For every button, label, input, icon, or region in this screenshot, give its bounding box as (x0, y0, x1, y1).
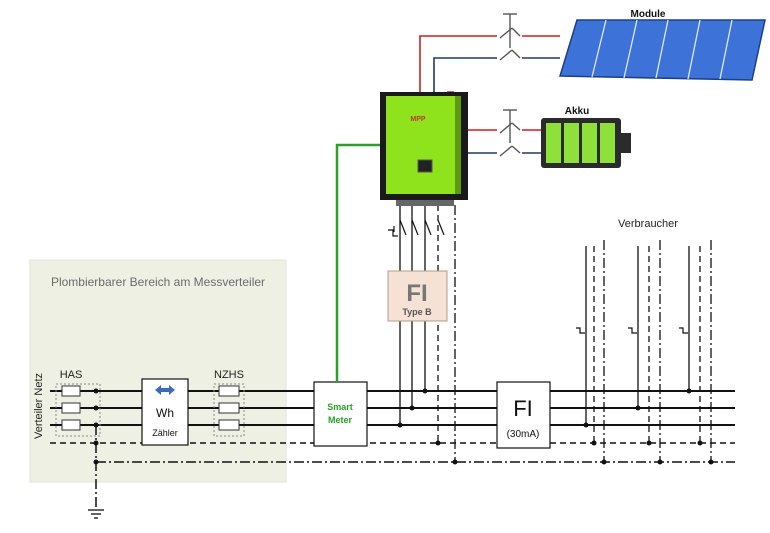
has-fuses (61, 385, 81, 431)
inverter-brand-label: MPP (410, 116, 426, 123)
consumer-lines (585, 246, 690, 425)
verbraucher-label: Verbraucher (618, 218, 678, 230)
consumer-breakers (576, 327, 688, 334)
nzhs-label: NZHS (214, 369, 244, 381)
pv-dc-switch-icon (499, 13, 521, 61)
comm-line (335, 143, 380, 382)
battery-dc-switch-icon (499, 109, 521, 157)
solar-panel-icon (558, 19, 766, 81)
wh-label: Wh (156, 406, 174, 420)
bidirectional-arrow-icon (155, 385, 175, 395)
smart-meter-label-1: Smart (327, 402, 353, 412)
inverter-breaker (388, 219, 445, 237)
zaehler-label: Zähler (152, 428, 178, 438)
has-box (55, 383, 101, 437)
consumer-pe-lines (603, 240, 712, 462)
plomb-area-label: Plombierbarer Bereich am Messverteiler (51, 275, 265, 289)
consumer-junction-dots (583, 388, 714, 465)
fi-type-b-box (387, 270, 448, 322)
nzhs-box (213, 383, 245, 437)
has-label: HAS (60, 369, 83, 381)
verteiler-netz-label: Verteiler Netz (33, 373, 45, 439)
inverter-junction-dots (397, 388, 458, 465)
smart-meter-box (313, 381, 368, 447)
ground-icon (88, 509, 104, 519)
has-junction-dots (93, 388, 99, 465)
fi-30ma-label: FI (513, 396, 533, 421)
nzhs-fuses (218, 385, 240, 431)
fi-type-b-sublabel: Type B (402, 307, 432, 317)
inverter-icon: MPP (380, 92, 468, 206)
fi-30ma-sublabel: (30mA) (507, 429, 540, 440)
fi-30ma-box (496, 381, 551, 449)
consumer-n-lines (593, 246, 701, 443)
akku-label: Akku (565, 106, 589, 117)
battery-icon (541, 118, 631, 168)
module-label: Module (631, 9, 666, 20)
fi-type-b-label: FI (406, 280, 427, 307)
smart-meter-label-2: Meter (328, 415, 353, 425)
